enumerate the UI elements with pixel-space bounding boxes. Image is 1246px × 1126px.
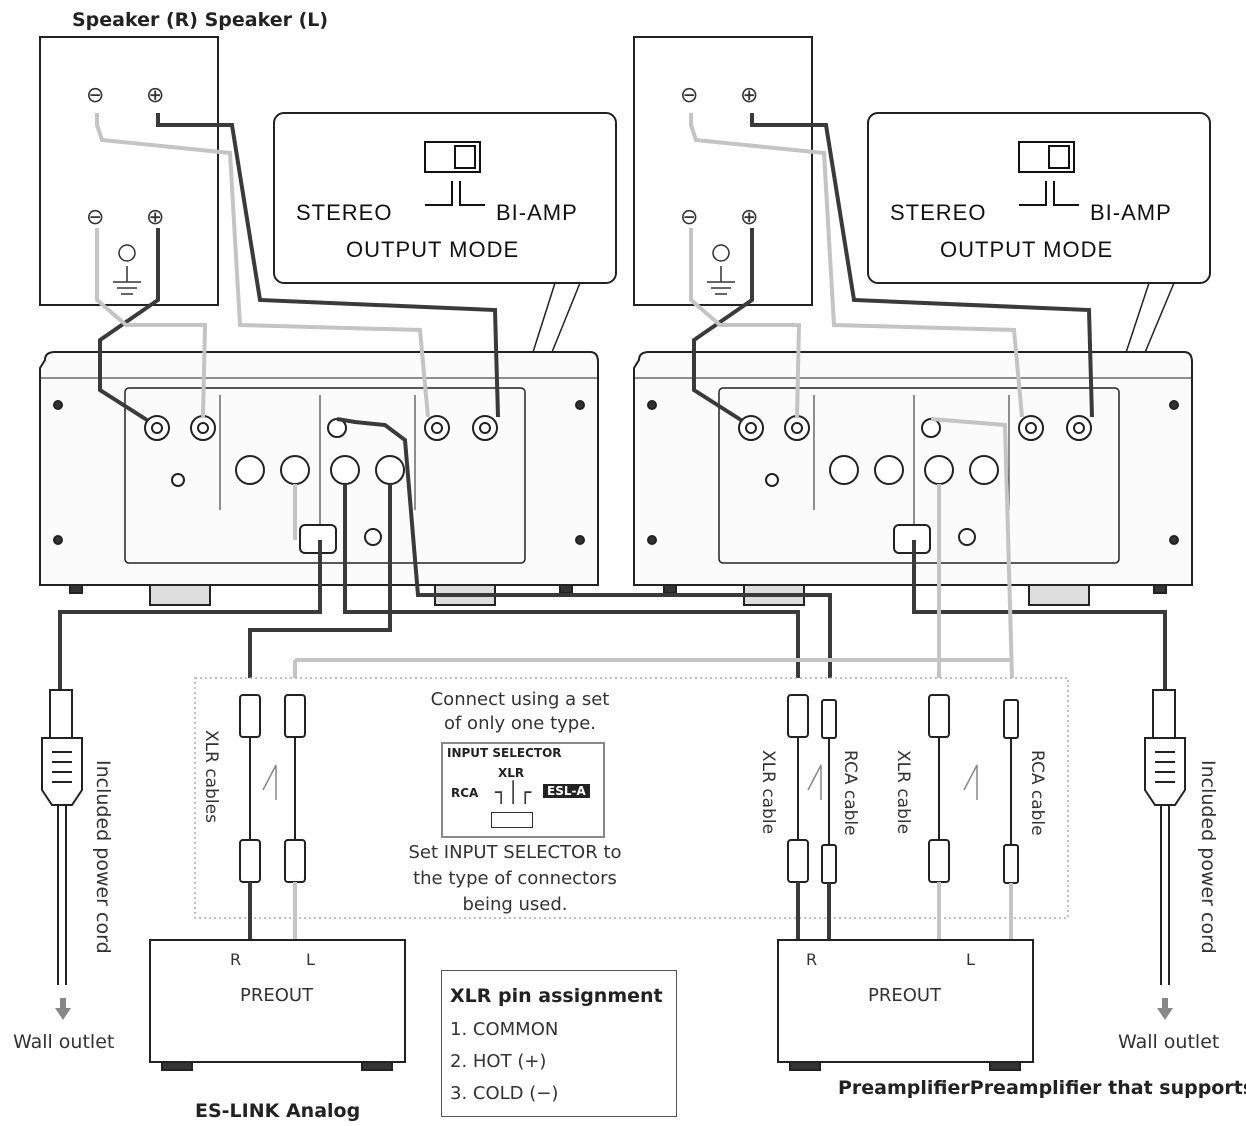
output-mode-label: OUTPUT MODE <box>940 237 1114 262</box>
speaker-left <box>633 36 813 306</box>
connect-note-line: of only one type. <box>443 713 596 734</box>
down-arrow-icon <box>55 998 1173 1020</box>
stereo-label: STEREO <box>890 200 987 225</box>
selector-esl-label: ESL-A <box>543 784 590 798</box>
xlr-pin-assignment: XLR pin assignment 1. COMMON 2. HOT (+) … <box>441 970 677 1117</box>
speaker-terminal-icons <box>144 415 1092 441</box>
rca-cable-label: RCA cable <box>840 750 860 836</box>
power-cord-label: Included power cord <box>92 760 114 954</box>
cable-set-region <box>194 677 1069 919</box>
twist-arrow-icon <box>262 764 978 800</box>
selector-note-line: being used. <box>462 894 568 915</box>
preout-label: PREOUT <box>240 985 314 1006</box>
speaker-right <box>39 36 219 306</box>
selector-note-line: the type of connectors <box>413 868 617 889</box>
amplifier-left <box>633 351 1193 606</box>
connect-note-line: Connect using a set <box>430 689 610 710</box>
preamp-r-label: R <box>806 950 818 969</box>
preamplifier-caption: PreamplifierPreamplifier that supports <box>838 1077 1246 1099</box>
input-selector-illustration: INPUT SELECTOR XLR RCA ESL-A ┐│┌ <box>441 742 605 838</box>
mode-switch-icon <box>1018 141 1079 206</box>
plus-terminal-icon: ⊕ <box>146 83 165 108</box>
speaker-wires-light <box>95 113 1024 679</box>
preamp-l-label: L <box>306 950 315 969</box>
minus-terminal-icon: ⊖ <box>86 205 105 230</box>
preamp-l-label: L <box>966 950 975 969</box>
minus-terminal-icon: ⊖ <box>680 205 699 230</box>
wall-outlet-label: Wall outlet <box>1118 1031 1220 1053</box>
selector-switch-icon <box>491 812 533 828</box>
input-selector-title: INPUT SELECTOR <box>447 746 562 760</box>
bi-amp-label: BI-AMP <box>1090 200 1172 225</box>
preamplifier-es-link <box>149 939 406 1071</box>
pin-item: 3. COLD (−) <box>450 1083 559 1104</box>
mode-switch-icon <box>424 141 485 206</box>
plus-terminal-icon: ⊕ <box>740 83 759 108</box>
preamplifier-standard <box>777 939 1034 1071</box>
connect-note: Connect using a set of only one type. <box>400 688 640 736</box>
speaker-wires-dark <box>58 113 1167 690</box>
pin-assignment-title: XLR pin assignment <box>450 985 663 1007</box>
ac-inlet-icon <box>299 524 931 554</box>
power-plug-icon <box>41 689 1186 985</box>
power-cord-label: Included power cord <box>1197 760 1219 954</box>
preamp-r-label: R <box>230 950 242 969</box>
ground-icon <box>113 244 141 295</box>
amplifier-right <box>39 351 599 606</box>
ground-icon <box>707 244 735 295</box>
stereo-label: STEREO <box>296 200 393 225</box>
wall-outlet-label: Wall outlet <box>13 1031 115 1053</box>
xlr-cable-label: XLR cable <box>893 750 913 835</box>
minus-terminal-icon: ⊖ <box>680 83 699 108</box>
rca-cable-label: RCA cable <box>1027 750 1047 836</box>
plus-terminal-icon: ⊕ <box>146 205 165 230</box>
xlr-cables-label: XLR cables <box>201 730 221 823</box>
plus-terminal-icon: ⊕ <box>740 205 759 230</box>
selector-note-line: Set INPUT SELECTOR to <box>408 842 622 863</box>
preout-label: PREOUT <box>868 985 942 1006</box>
speaker-heading: Speaker (R) Speaker (L) <box>72 9 329 31</box>
output-mode-label: OUTPUT MODE <box>346 237 520 262</box>
bi-amp-label: BI-AMP <box>496 200 578 225</box>
selector-note: Set INPUT SELECTOR to the type of connec… <box>390 840 640 918</box>
selector-rca-label: RCA <box>451 786 479 800</box>
pin-item: 1. COMMON <box>450 1019 559 1040</box>
rca-cable-icons <box>821 699 1019 884</box>
selector-bracket-icon: ┐│┌ <box>495 780 532 804</box>
es-link-caption: ES-LINK Analog <box>195 1100 361 1122</box>
selector-xlr-label: XLR <box>498 766 525 780</box>
minus-terminal-icon: ⊖ <box>86 83 105 108</box>
xlr-cable-label: XLR cable <box>758 750 778 835</box>
pin-item: 2. HOT (+) <box>450 1051 547 1072</box>
